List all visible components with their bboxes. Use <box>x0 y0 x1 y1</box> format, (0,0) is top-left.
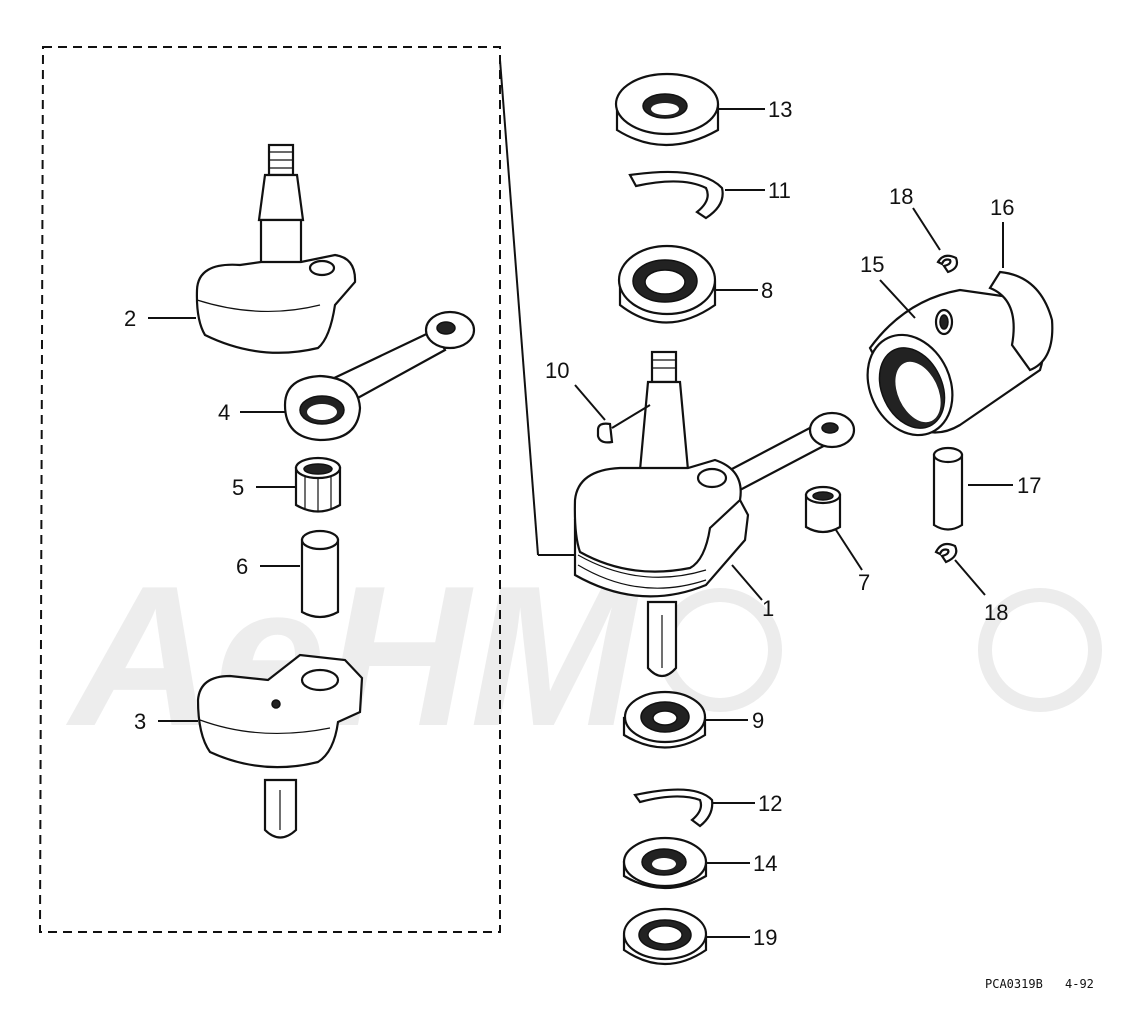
part-7-needle-bearing <box>804 485 842 534</box>
callout-15: 15 <box>860 252 884 277</box>
callout-17: 17 <box>1017 473 1041 498</box>
part-13-oil-seal <box>614 72 720 146</box>
callout-10: 10 <box>545 358 569 383</box>
callout-14: 14 <box>753 851 777 876</box>
part-4-connecting-rod <box>283 310 476 442</box>
callout-2: 2 <box>124 306 136 331</box>
callout-16: 16 <box>990 195 1014 220</box>
part-3-lower-crank-half <box>196 653 364 839</box>
callout-12: 12 <box>758 791 782 816</box>
callout-4: 4 <box>218 400 230 425</box>
part-8-ball-bearing <box>617 244 717 324</box>
callout-11: 11 <box>768 178 791 203</box>
leader-lines <box>148 108 1013 938</box>
callout-5: 5 <box>232 475 244 500</box>
callout-9: 9 <box>752 708 764 733</box>
part-1-crankshaft-assembly <box>573 350 856 678</box>
svg-text:AeHM: AeHM <box>65 545 641 768</box>
part-18-circlip-lower <box>934 542 958 564</box>
part-19-oil-seal <box>622 907 708 966</box>
callout-19: 19 <box>753 925 777 950</box>
part-5-needle-bearing <box>294 456 342 513</box>
part-17-piston-pin <box>932 446 964 531</box>
callout-7: 7 <box>858 570 870 595</box>
drawing-code: PCA0319B <box>985 977 1043 991</box>
part-6-crank-pin <box>300 529 340 619</box>
part-15-piston <box>866 270 1054 437</box>
part-14-oil-seal <box>622 836 708 890</box>
callout-labels: 2 4 5 6 3 13 11 8 10 1 7 15 16 18 17 18 … <box>124 97 1041 950</box>
watermark: AeHM <box>65 545 1102 768</box>
callout-3: 3 <box>134 709 146 734</box>
part-11-half-ring <box>628 170 724 220</box>
drawing-date: 4-92 <box>1065 977 1094 991</box>
part-18-circlip-upper <box>936 254 959 274</box>
part-12-half-ring <box>633 788 714 828</box>
part-2-upper-crank-half <box>195 143 357 354</box>
callout-13: 13 <box>768 97 792 122</box>
component-group-dashed-box <box>38 46 501 933</box>
group-leader-line <box>499 59 539 556</box>
callout-8: 8 <box>761 278 773 303</box>
part-9-ball-bearing <box>622 690 707 749</box>
callout-18-upper: 18 <box>889 184 913 209</box>
callout-1: 1 <box>762 596 774 621</box>
callout-6: 6 <box>236 554 248 579</box>
part-10-key <box>596 422 614 444</box>
callout-18-lower: 18 <box>984 600 1008 625</box>
